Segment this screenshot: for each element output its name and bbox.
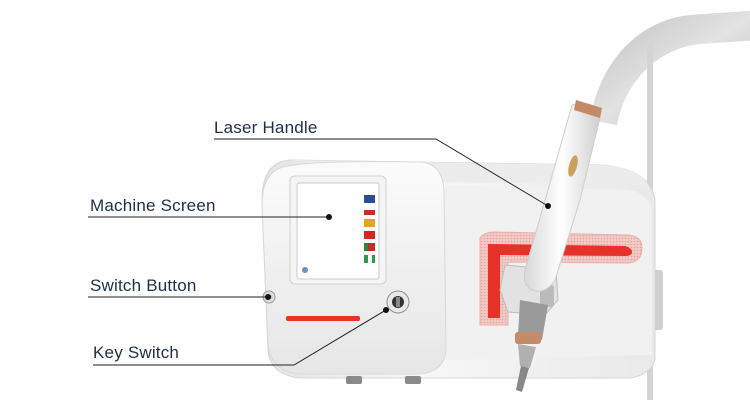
handle-nozzle <box>516 366 529 392</box>
screen-logo-icon <box>302 267 308 273</box>
foot-left <box>346 376 362 384</box>
front-light-bar <box>286 316 360 321</box>
machine-screen-display <box>296 182 380 280</box>
handle-tip <box>518 300 548 340</box>
handle-button <box>568 155 578 177</box>
foot-right <box>405 376 421 384</box>
callout-laser-handle: Laser Handle <box>214 118 318 137</box>
callout-key-switch: Key Switch <box>93 343 180 362</box>
leader-laser-handle <box>214 138 549 207</box>
flag-pt-icon <box>364 243 375 251</box>
flag-ru-icon <box>364 207 375 215</box>
flag-es-icon <box>364 219 375 227</box>
callout-switch-button: Switch Button <box>90 276 197 295</box>
leader-lines <box>88 138 549 366</box>
handle-cable <box>590 10 750 125</box>
callout-machine-screen: Machine Screen <box>90 196 216 215</box>
flag-uk-icon <box>364 195 375 203</box>
handle-ring <box>574 100 602 118</box>
leader-dots <box>265 203 551 313</box>
leader-key-switch <box>93 309 387 366</box>
red-light-strip <box>488 244 632 318</box>
flag-cn-icon <box>364 231 375 239</box>
